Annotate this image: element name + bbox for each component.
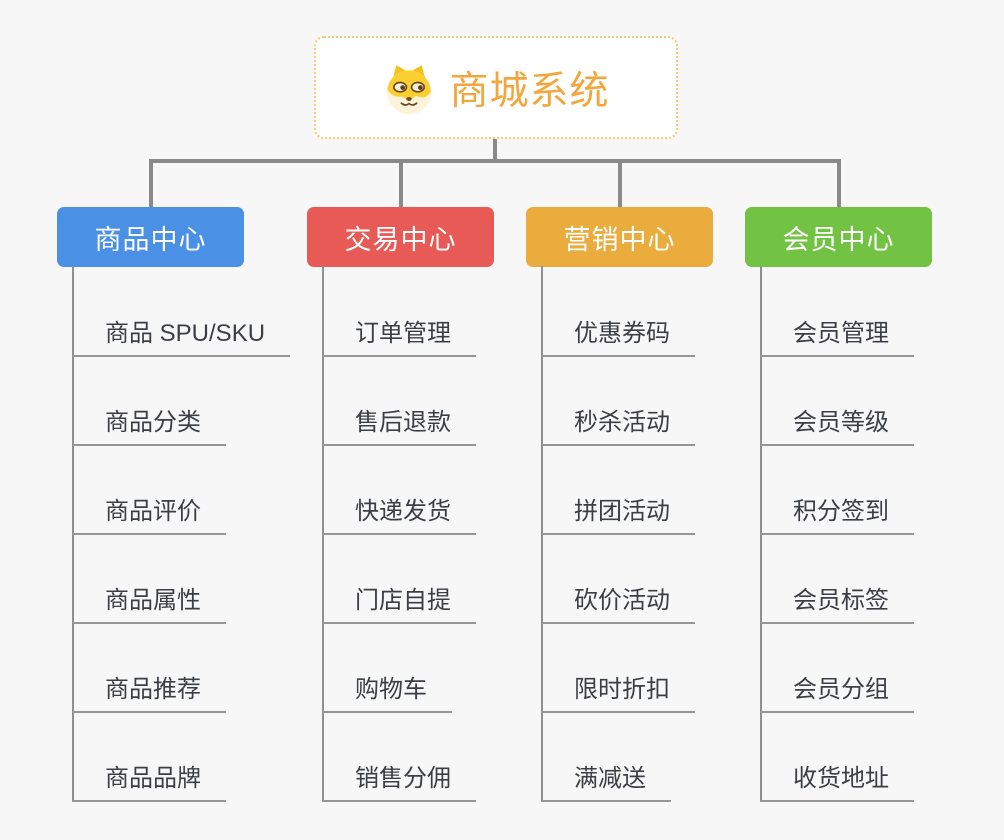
branch-header-member[interactable]: 会员中心	[745, 207, 932, 267]
branch-trade-center: 交易中心 订单管理 售后退款 快递发货 门店自提 购物车 销售分佣	[307, 207, 567, 807]
root-node[interactable]: 商城系统	[314, 36, 678, 139]
leaf-item[interactable]: 商品评价	[72, 489, 226, 535]
leaf-item[interactable]: 秒杀活动	[541, 400, 695, 446]
leaf-item[interactable]: 商品推荐	[72, 667, 226, 713]
leaf-item[interactable]: 优惠券码	[541, 311, 695, 357]
leaf-item[interactable]: 拼团活动	[541, 489, 695, 535]
leaf-item[interactable]: 商品分类	[72, 400, 226, 446]
connector-stub-product	[149, 159, 153, 208]
leaf-item[interactable]: 快递发货	[322, 489, 476, 535]
leaf-item[interactable]: 会员管理	[760, 311, 914, 357]
root-connector-stub	[493, 139, 497, 163]
branch-marketing-center: 营销中心 优惠券码 秒杀活动 拼团活动 砍价活动 限时折扣 满减送	[526, 207, 786, 807]
leaf-item[interactable]: 销售分佣	[322, 756, 476, 802]
connector-stub-marketing	[618, 159, 622, 208]
leaf-item[interactable]: 购物车	[322, 667, 452, 713]
leaf-item[interactable]: 会员分组	[760, 667, 914, 713]
leaf-item[interactable]: 订单管理	[322, 311, 476, 357]
branch-header-marketing[interactable]: 营销中心	[526, 207, 713, 267]
leaf-item[interactable]: 门店自提	[322, 578, 476, 624]
leaf-item[interactable]: 限时折扣	[541, 667, 695, 713]
leaf-item[interactable]: 积分签到	[760, 489, 914, 535]
root-title: 商城系统	[449, 69, 610, 113]
leaf-item[interactable]: 会员等级	[760, 400, 914, 446]
leaf-item[interactable]: 收货地址	[760, 756, 914, 802]
connector-bus-line	[149, 159, 841, 163]
branch-header-trade[interactable]: 交易中心	[307, 207, 494, 267]
branch-header-product[interactable]: 商品中心	[57, 207, 244, 267]
leaf-item[interactable]: 满减送	[541, 756, 671, 802]
leaf-item[interactable]: 商品属性	[72, 578, 226, 624]
connector-stub-trade	[399, 159, 403, 208]
connector-stub-member	[837, 159, 841, 208]
branch-product-center: 商品中心 商品 SPU/SKU 商品分类 商品评价 商品属性 商品推荐 商品品牌	[57, 207, 317, 807]
doge-icon	[387, 64, 432, 114]
leaf-item[interactable]: 会员标签	[760, 578, 914, 624]
branch-member-center: 会员中心 会员管理 会员等级 积分签到 会员标签 会员分组 收货地址	[745, 207, 1004, 807]
leaf-item[interactable]: 砍价活动	[541, 578, 695, 624]
leaf-item[interactable]: 商品 SPU/SKU	[72, 311, 291, 357]
leaf-item[interactable]: 商品品牌	[72, 756, 226, 802]
leaf-item[interactable]: 售后退款	[322, 400, 476, 446]
